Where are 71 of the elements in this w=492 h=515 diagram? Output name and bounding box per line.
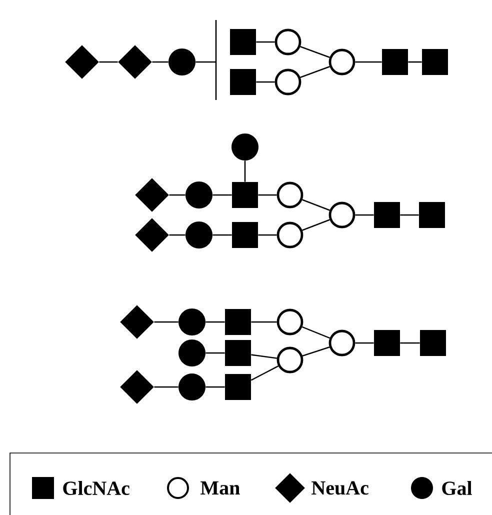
connector-line (302, 199, 330, 211)
connector-line (154, 321, 178, 323)
square-symbol (225, 309, 251, 335)
disc-symbol (178, 308, 206, 336)
connector-line (99, 61, 118, 63)
connector-line (250, 366, 279, 381)
connector-line (256, 41, 275, 43)
connector-line (400, 342, 420, 344)
square-symbol (374, 202, 400, 228)
diamond-symbol (120, 370, 154, 404)
legend-label: Gal (442, 480, 472, 496)
connector-line (302, 219, 330, 231)
square-symbol (420, 330, 446, 356)
square-symbol (232, 182, 258, 208)
connector-line (206, 352, 225, 354)
connector-line (244, 160, 246, 182)
connector-line (206, 321, 225, 323)
connector-line (300, 66, 330, 78)
circle-symbol (328, 202, 356, 228)
disc-symbol (232, 134, 258, 160)
circle-symbol (328, 48, 356, 76)
circle-symbol (276, 346, 304, 374)
diamond-symbol (120, 305, 154, 339)
square-symbol (225, 374, 251, 400)
connector-line (400, 214, 419, 216)
connector-line (355, 61, 382, 63)
connector-line (212, 234, 232, 236)
connector-line (251, 354, 277, 359)
disc-symbol (178, 374, 206, 400)
connector-line (408, 61, 422, 63)
circle-symbol (276, 308, 304, 336)
circle-symbol (274, 68, 302, 96)
circle-symbol (274, 28, 302, 56)
connector-line (169, 194, 186, 196)
connector-line (169, 234, 186, 236)
connector-line (256, 81, 275, 83)
disc-symbol (186, 222, 212, 248)
connector-line (258, 194, 277, 196)
disc-symbol (168, 48, 196, 76)
square-symbol (225, 340, 251, 366)
connector-line (152, 61, 168, 63)
connector-line (300, 46, 330, 58)
circle-symbol (328, 330, 356, 356)
connector-line (355, 214, 374, 216)
connector-line (302, 326, 330, 339)
square-symbol (382, 49, 408, 75)
square-symbol (230, 29, 256, 55)
square-symbol (374, 330, 400, 356)
circle-symbol (276, 222, 304, 248)
diamond-symbol (118, 45, 152, 79)
connector-line (302, 346, 330, 357)
circle-symbol (276, 182, 304, 208)
connector-line (258, 234, 277, 236)
square-symbol (230, 69, 256, 95)
disc-symbol (178, 340, 206, 366)
legend-label: GlcNAc (63, 480, 130, 496)
diamond-symbol (65, 45, 99, 79)
legend-label: Man (200, 481, 240, 495)
square-symbol (422, 49, 448, 75)
diamond-symbol (135, 218, 169, 252)
connector-line (154, 386, 178, 388)
square-symbol (232, 222, 258, 248)
legend-label: NeuAc (312, 481, 368, 495)
disc-symbol (186, 182, 212, 208)
connector-line (196, 61, 216, 63)
connector-line (251, 321, 277, 323)
diamond-symbol (135, 178, 169, 212)
connector-line (355, 342, 374, 344)
square-symbol (419, 202, 445, 228)
connector-line (212, 194, 232, 196)
connector-line (206, 386, 225, 388)
